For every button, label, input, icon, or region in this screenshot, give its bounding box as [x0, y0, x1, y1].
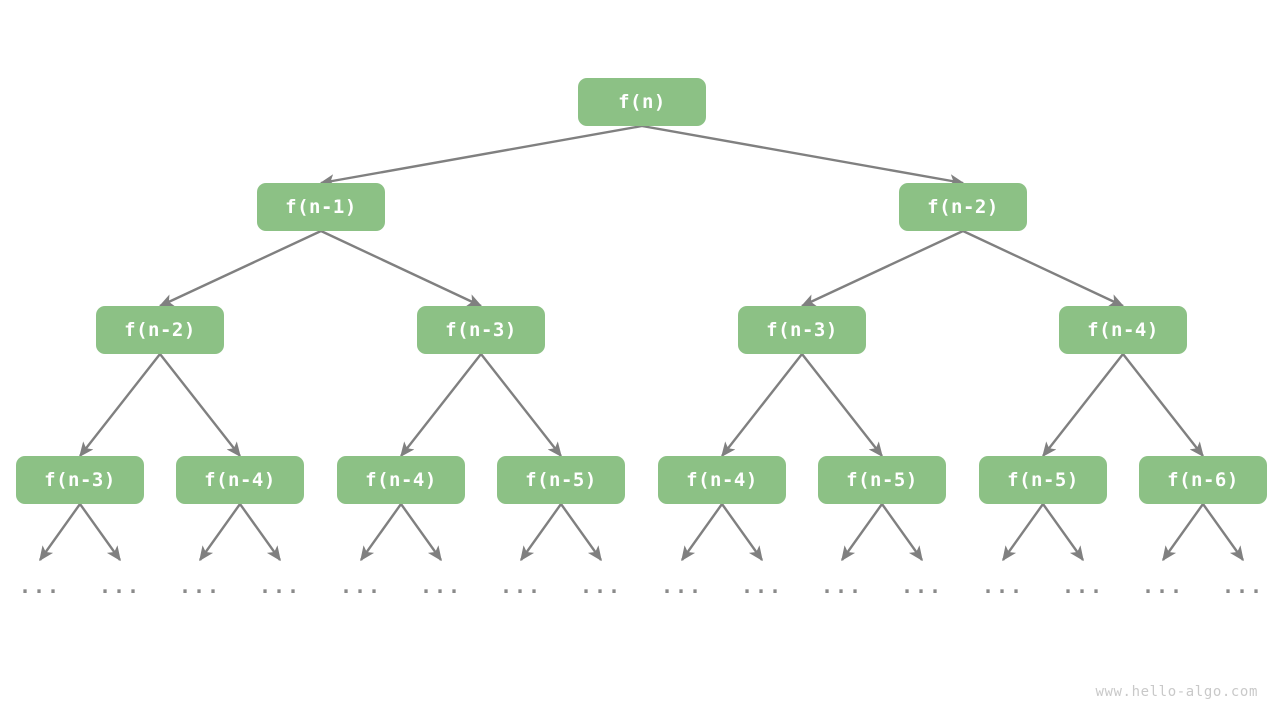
- ellipsis-marker: ...: [419, 574, 463, 598]
- tree-edge: [721, 353, 803, 458]
- tree-edge: [560, 503, 602, 562]
- tree-edge: [320, 229, 483, 308]
- tree-edge: [721, 503, 763, 562]
- ellipsis-marker: ...: [900, 574, 944, 598]
- tree-node[interactable]: f(n-4): [337, 456, 465, 504]
- tree-edge: [158, 229, 322, 308]
- tree-node[interactable]: f(n-1): [257, 183, 385, 231]
- ellipsis-marker: ...: [579, 574, 623, 598]
- tree-edge: [199, 503, 241, 562]
- tree-edge: [39, 503, 81, 562]
- watermark: www.hello-algo.com: [1095, 684, 1258, 700]
- tree-node[interactable]: f(n-2): [899, 183, 1027, 231]
- tree-edge: [681, 503, 723, 562]
- tree-node[interactable]: f(n): [578, 78, 706, 126]
- ellipsis-marker: ...: [178, 574, 222, 598]
- tree-node[interactable]: f(n-4): [658, 456, 786, 504]
- tree-node[interactable]: f(n-5): [979, 456, 1107, 504]
- tree-edge: [239, 503, 281, 562]
- tree-node[interactable]: f(n-3): [738, 306, 866, 354]
- ellipsis-marker: ...: [339, 574, 383, 598]
- tree-edge: [79, 503, 121, 562]
- tree-edge: [1162, 503, 1204, 562]
- ellipsis-marker: ...: [1221, 574, 1265, 598]
- ellipsis-marker: ...: [1141, 574, 1185, 598]
- tree-node[interactable]: f(n-3): [417, 306, 545, 354]
- tree-edge: [400, 503, 442, 562]
- tree-node[interactable]: f(n-5): [497, 456, 625, 504]
- ellipsis-marker: ...: [258, 574, 302, 598]
- tree-edge: [360, 503, 402, 562]
- tree-edge: [1042, 503, 1084, 562]
- tree-edge: [801, 353, 883, 458]
- ellipsis-marker: ...: [981, 574, 1025, 598]
- tree-edge: [1202, 503, 1244, 562]
- tree-node[interactable]: f(n-6): [1139, 456, 1267, 504]
- tree-edge: [800, 229, 964, 308]
- tree-node[interactable]: f(n-5): [818, 456, 946, 504]
- ellipsis-marker: ...: [660, 574, 704, 598]
- tree-edge: [520, 503, 562, 562]
- tree-edge: [159, 353, 241, 458]
- ellipsis-marker: ...: [820, 574, 864, 598]
- ellipsis-marker: ...: [499, 574, 543, 598]
- tree-node[interactable]: f(n-4): [176, 456, 304, 504]
- tree-node[interactable]: f(n-2): [96, 306, 224, 354]
- tree-edge: [1122, 353, 1204, 458]
- ellipsis-marker: ...: [740, 574, 784, 598]
- tree-edge: [1042, 353, 1124, 458]
- tree-edge: [881, 503, 923, 562]
- tree-node[interactable]: f(n-3): [16, 456, 144, 504]
- tree-edge: [79, 353, 161, 458]
- ellipsis-marker: ...: [1061, 574, 1105, 598]
- tree-edge: [319, 124, 643, 188]
- tree-edge: [480, 353, 562, 458]
- tree-edge: [641, 124, 965, 188]
- ellipsis-marker: ...: [18, 574, 62, 598]
- tree-node[interactable]: f(n-4): [1059, 306, 1187, 354]
- tree-edge: [962, 229, 1125, 308]
- ellipsis-marker: ...: [98, 574, 142, 598]
- tree-edge: [1002, 503, 1044, 562]
- tree-edge: [400, 353, 482, 458]
- tree-edge: [841, 503, 883, 562]
